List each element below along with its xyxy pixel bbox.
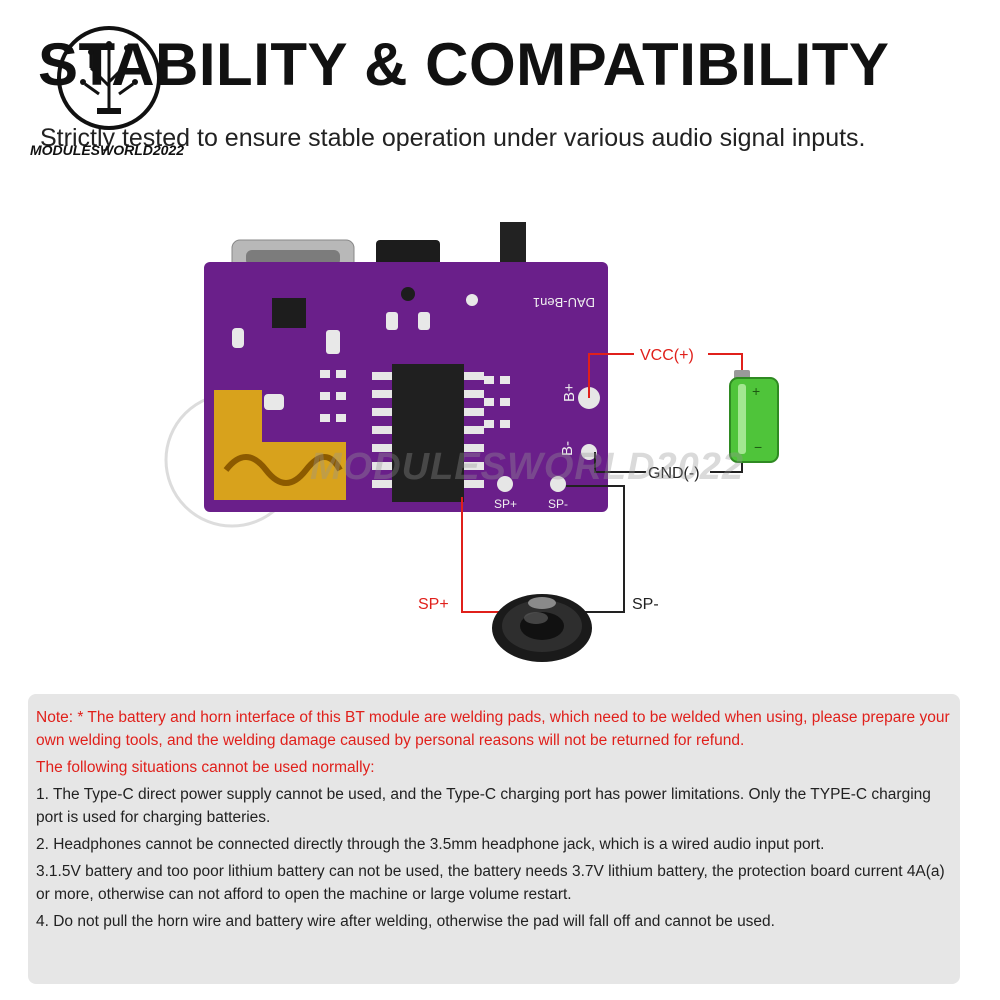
svg-text:−: −: [754, 439, 762, 455]
speaker-icon: [492, 594, 592, 662]
sp-plus-wire: [461, 497, 530, 613]
page-title: STABILITY & COMPATIBILITY: [38, 31, 890, 98]
sp-minus-wire: [566, 485, 625, 613]
logo-text: MODULESWORLD2022: [30, 142, 185, 158]
pad-b-minus: [581, 444, 597, 460]
pad-label-sp-plus: SP+: [494, 497, 517, 511]
battery-icon: + −: [729, 370, 779, 463]
pad-label-b-minus: B-: [559, 441, 576, 456]
watermark-text: MODULESWORLD2022: [310, 446, 745, 488]
note-item-4: 4. Do not pull the horn wire and battery…: [36, 913, 775, 930]
note-item-1: 1. The Type-C direct power supply cannot…: [36, 786, 931, 826]
svg-text:+: +: [752, 383, 760, 399]
note-item-3: 3.1.5V battery and too poor lithium batt…: [36, 863, 945, 903]
pad-sp-plus: [497, 476, 513, 492]
page-subtitle: Strictly tested to ensure stable operati…: [40, 124, 866, 152]
note-warning: Note: * The battery and horn interface o…: [36, 709, 950, 749]
gnd-label: GND(-): [648, 465, 700, 482]
sp-plus-label: SP+: [418, 596, 449, 613]
antenna-area: [214, 390, 346, 500]
board-label: DAU-Ben1: [533, 295, 595, 310]
pad-sp-minus: [550, 476, 566, 492]
notes-heading: The following situations cannot be used …: [36, 759, 375, 776]
sp-minus-label: SP-: [632, 596, 659, 613]
logo-icon: [57, 26, 161, 130]
regulator-chip: [272, 298, 306, 328]
vcc-wire: [588, 353, 634, 398]
notes-panel: Note: * The battery and horn interface o…: [28, 694, 960, 984]
pad-label-b-plus: B+: [561, 383, 578, 402]
vcc-label: VCC(+): [640, 347, 694, 364]
note-item-2: 2. Headphones cannot be connected direct…: [36, 836, 825, 853]
gnd-wire: [594, 452, 646, 473]
pad-label-sp-minus: SP-: [548, 497, 568, 511]
main-chip: [392, 364, 464, 502]
wiring-diagram: DAU-Ben1 B+ B- SP+ SP- VCC(+) GND(-) SP+…: [164, 222, 779, 662]
